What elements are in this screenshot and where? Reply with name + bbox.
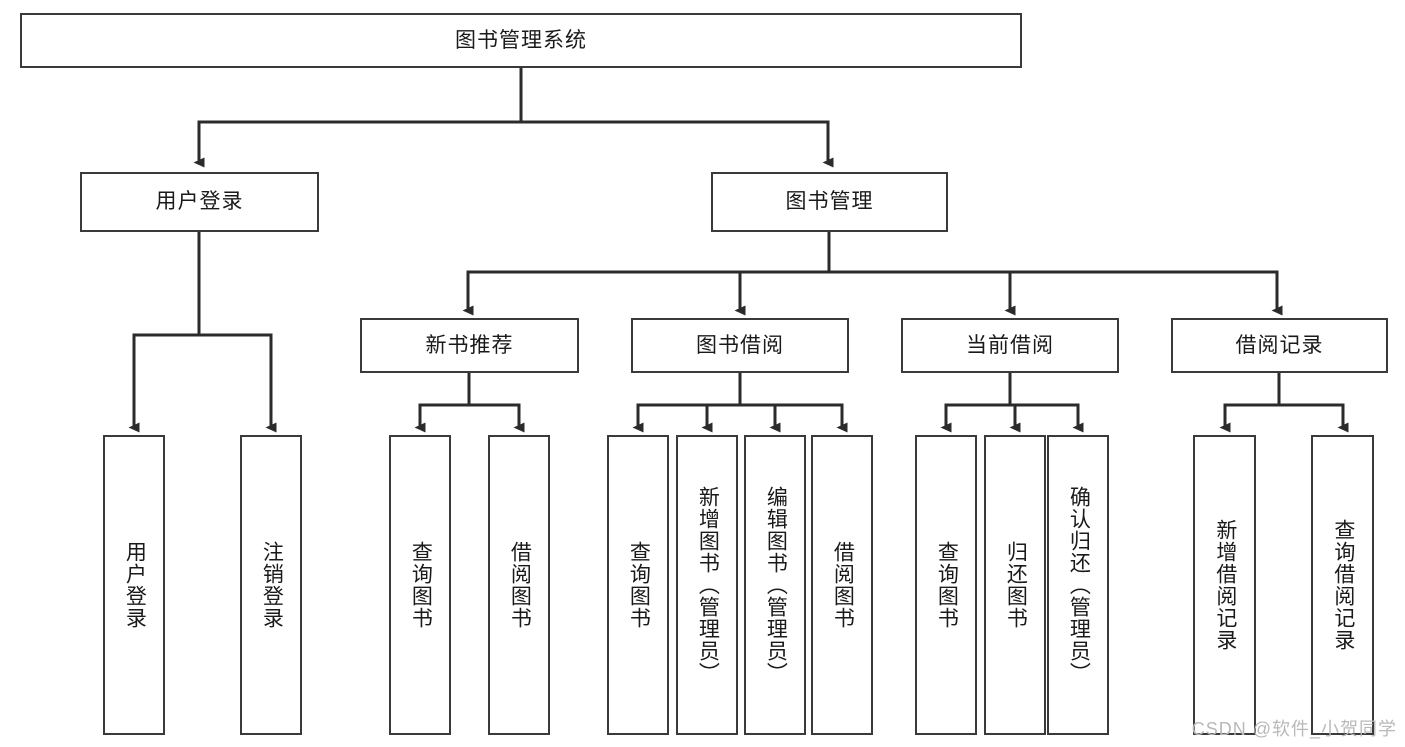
leaf-add-borrow-record[interactable]: 新增借阅记录 [1193, 435, 1256, 735]
leaf-user-login[interactable]: 用户登录 [103, 435, 165, 735]
leaf-confirm-return-admin[interactable]: 确认归还（管理员） [1047, 435, 1109, 735]
node-borrow-record[interactable]: 借阅记录 [1171, 318, 1388, 373]
node-current-borrow[interactable]: 当前借阅 [901, 318, 1119, 373]
node-root-system[interactable]: 图书管理系统 [20, 13, 1022, 68]
csdn-watermark: CSDN @软件_小贺同学 [1191, 719, 1397, 739]
node-book-borrow[interactable]: 图书借阅 [631, 318, 849, 373]
leaf-borrow-book[interactable]: 借阅图书 [811, 435, 873, 735]
leaf-borrow-book-new-book[interactable]: 借阅图书 [488, 435, 550, 735]
leaf-edit-book-admin[interactable]: 编辑图书（管理员） [744, 435, 806, 735]
node-user-login[interactable]: 用户登录 [80, 172, 319, 232]
node-book-manage[interactable]: 图书管理 [711, 172, 948, 232]
node-new-book-recommend[interactable]: 新书推荐 [360, 318, 579, 373]
leaf-query-book-new-book[interactable]: 查询图书 [389, 435, 451, 735]
leaf-query-borrow-record[interactable]: 查询借阅记录 [1311, 435, 1374, 735]
leaf-return-book[interactable]: 归还图书 [984, 435, 1046, 735]
leaf-query-book-borrow[interactable]: 查询图书 [607, 435, 669, 735]
leaf-add-book-admin[interactable]: 新增图书（管理员） [676, 435, 738, 735]
leaf-query-book-current[interactable]: 查询图书 [915, 435, 977, 735]
leaf-user-logout[interactable]: 注销登录 [240, 435, 302, 735]
